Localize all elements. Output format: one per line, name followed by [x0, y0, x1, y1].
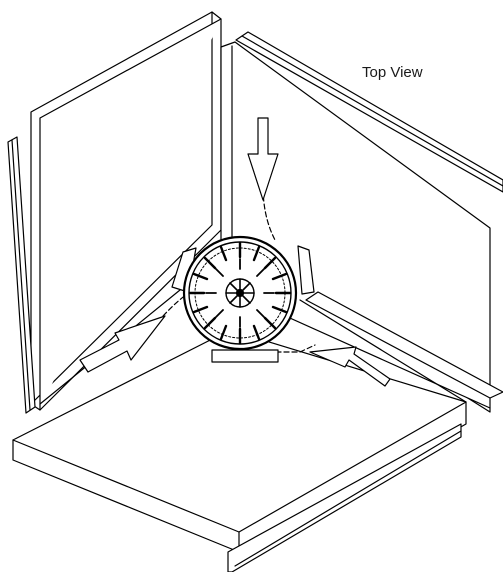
fan-unit: [171, 235, 315, 363]
floor-slab: [12, 329, 467, 553]
left-wall-trim: [7, 136, 36, 414]
airflow-arrow-left: [79, 315, 166, 373]
floor-bottom-trim: [227, 423, 462, 572]
inner-corner-edge-right: [299, 299, 467, 403]
fan-grille: [188, 241, 292, 345]
right-wall-top-trim: [235, 31, 503, 193]
fan-grille-inner: [205, 258, 275, 328]
right-wall-bottom-trim: [305, 291, 503, 399]
airflow-arrow-right: [309, 346, 391, 387]
left-wall-panel: [30, 11, 222, 411]
airflow-arrow-top: [247, 117, 279, 201]
view-caption: Top View: [362, 64, 423, 81]
right-wall-panel: [220, 41, 491, 413]
